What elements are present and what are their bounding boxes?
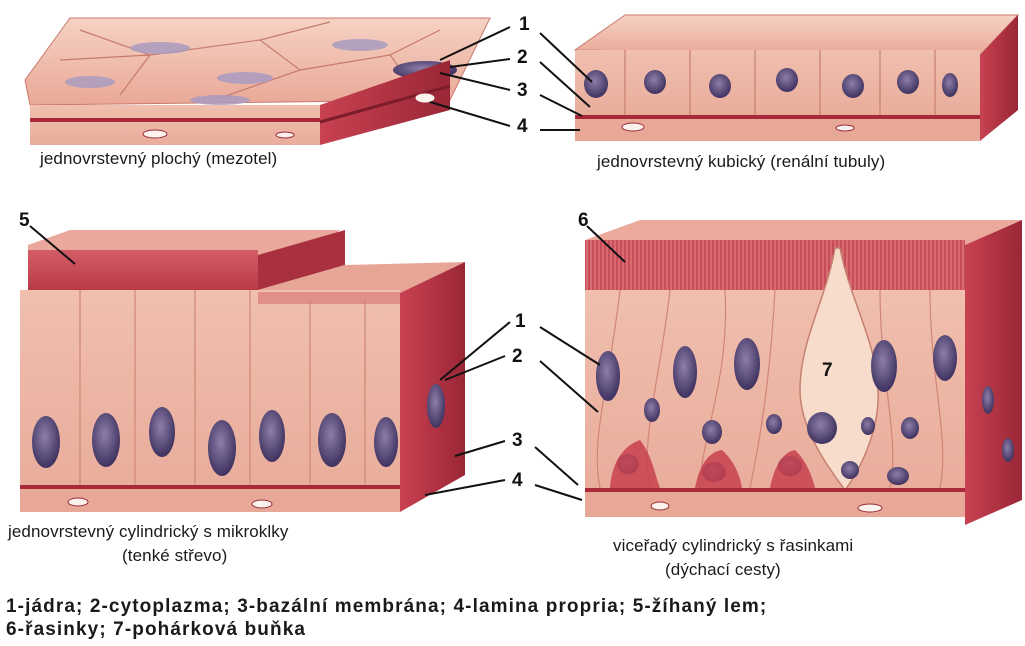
- marker-5: 5: [19, 210, 30, 231]
- squamous-panel: [25, 18, 490, 145]
- pseudo-lamina: [585, 492, 965, 517]
- brush-border-front: [28, 250, 258, 290]
- marker-1-top: 1: [519, 14, 530, 35]
- cuboidal-basal-line: [575, 115, 980, 119]
- marker-3-top: 3: [517, 80, 528, 101]
- caption-pseudostratified-line1: viceřadý cylindrický s řasinkami: [613, 536, 853, 556]
- columnar-panel: [20, 230, 465, 512]
- caption-columnar-line1: jednovrstevný cylindrický s mikroklky: [8, 522, 289, 542]
- marker-3-bottom: 3: [512, 430, 523, 451]
- cilia-band: [585, 240, 965, 290]
- marker-2-bottom: 2: [512, 346, 523, 367]
- pseudostratified-panel: [585, 220, 1022, 525]
- marker-6: 6: [578, 210, 589, 231]
- cuboidal-top-surface: [575, 15, 1018, 55]
- marker-1-bottom: 1: [515, 311, 526, 332]
- squamous-basal-line: [30, 118, 320, 122]
- marker-7: 7: [822, 360, 833, 381]
- columnar-basal-line: [20, 485, 400, 489]
- caption-squamous: jednovrstevný plochý (mezotel): [40, 149, 277, 169]
- marker-2-top: 2: [517, 47, 528, 68]
- legend-line-1: 1-jádra; 2-cytoplazma; 3-bazální membrán…: [6, 596, 767, 618]
- marker-4-top: 4: [517, 116, 528, 137]
- caption-cuboidal: jednovrstevný kubický (renální tubuly): [597, 152, 885, 172]
- caption-columnar-line2: (tenké střevo): [122, 546, 227, 566]
- squamous-lamina: [30, 105, 320, 145]
- legend-line-2: 6-řasinky; 7-pohárková buňka: [6, 619, 306, 641]
- pseudo-side-face: [965, 220, 1022, 525]
- cuboidal-panel: [575, 15, 1018, 141]
- caption-pseudostratified-line2: (dýchací cesty): [665, 560, 781, 580]
- marker-4-bottom: 4: [512, 470, 523, 491]
- pseudo-basal-line: [585, 488, 965, 492]
